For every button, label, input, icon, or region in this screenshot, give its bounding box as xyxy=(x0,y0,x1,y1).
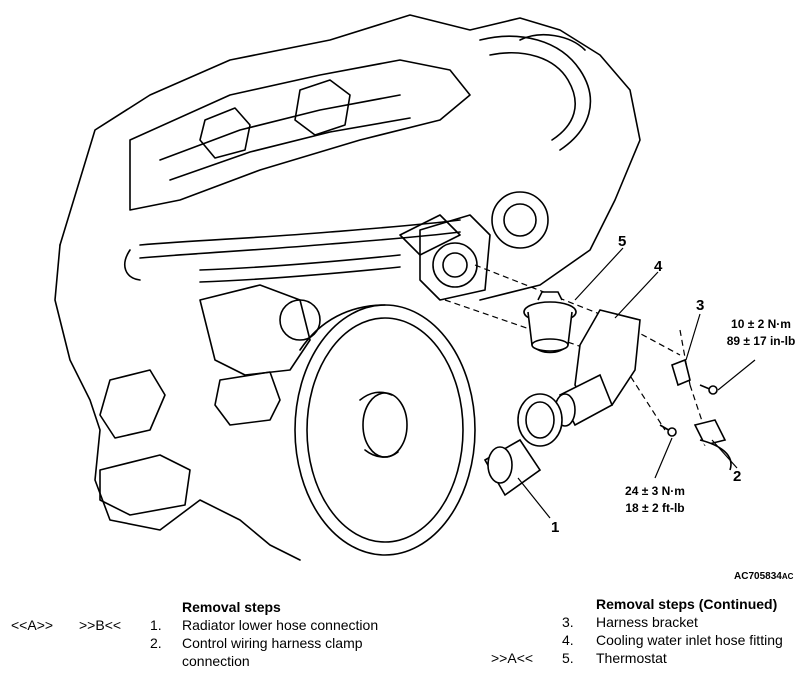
step-text: Control wiring harness clamp xyxy=(182,635,363,651)
figure-code: AC705834AC xyxy=(734,571,793,582)
step-number: 2. xyxy=(150,635,162,651)
step-text: connection xyxy=(182,653,250,669)
figure-code-main: AC705834 xyxy=(734,571,782,582)
step-number: 3. xyxy=(562,614,574,630)
torque-spec-bracket-bolt: 10 ± 2 N·m 89 ± 17 in-lb xyxy=(718,316,804,350)
service-mark: <<A>> xyxy=(11,617,54,633)
step-number: 1. xyxy=(150,617,162,633)
torque-spec-line-1: 10 ± 2 N·m xyxy=(731,317,791,331)
list-item: >>A<< 5. Thermostat xyxy=(480,649,811,667)
torque-spec-line-2: 18 ± 2 ft-lb xyxy=(625,501,685,515)
callout-3: 3 xyxy=(696,297,705,314)
step-text: Thermostat xyxy=(596,650,667,666)
service-mark: >>A<< xyxy=(491,650,534,666)
figure-code-suffix: AC xyxy=(781,572,794,581)
removal-steps-continued: Removal steps (Continued) 3. Harness bra… xyxy=(480,595,811,667)
callout-5: 5 xyxy=(618,233,627,250)
torque-spec-line-1: 24 ± 3 N·m xyxy=(625,484,685,498)
removal-steps-heading: Removal steps xyxy=(182,599,281,615)
step-number: 5. xyxy=(562,650,574,666)
list-item: <<A>> >>B<< 1. Radiator lower hose conne… xyxy=(0,616,420,634)
torque-spec-line-2: 89 ± 17 in-lb xyxy=(726,334,796,348)
step-number: 4. xyxy=(562,632,574,648)
list-item: 4. Cooling water inlet hose fitting xyxy=(480,631,811,649)
engine-thermostat-illustration xyxy=(54,14,756,561)
service-mark: >>B<< xyxy=(79,617,122,633)
torque-spec-fitting-bolt: 24 ± 3 N·m 18 ± 2 ft-lb xyxy=(612,483,698,517)
list-item-continuation: connection xyxy=(0,652,420,670)
step-text: Cooling water inlet hose fitting xyxy=(596,632,783,648)
callout-2: 2 xyxy=(733,468,742,485)
list-item: 3. Harness bracket xyxy=(480,613,811,631)
callout-1: 1 xyxy=(551,519,560,536)
callout-4: 4 xyxy=(654,258,663,275)
step-text: Harness bracket xyxy=(596,614,698,630)
removal-steps: Removal steps <<A>> >>B<< 1. Radiator lo… xyxy=(0,598,420,670)
removal-steps-continued-heading: Removal steps (Continued) xyxy=(596,596,778,612)
list-item: 2. Control wiring harness clamp xyxy=(0,634,420,652)
step-text: Radiator lower hose connection xyxy=(182,617,379,633)
